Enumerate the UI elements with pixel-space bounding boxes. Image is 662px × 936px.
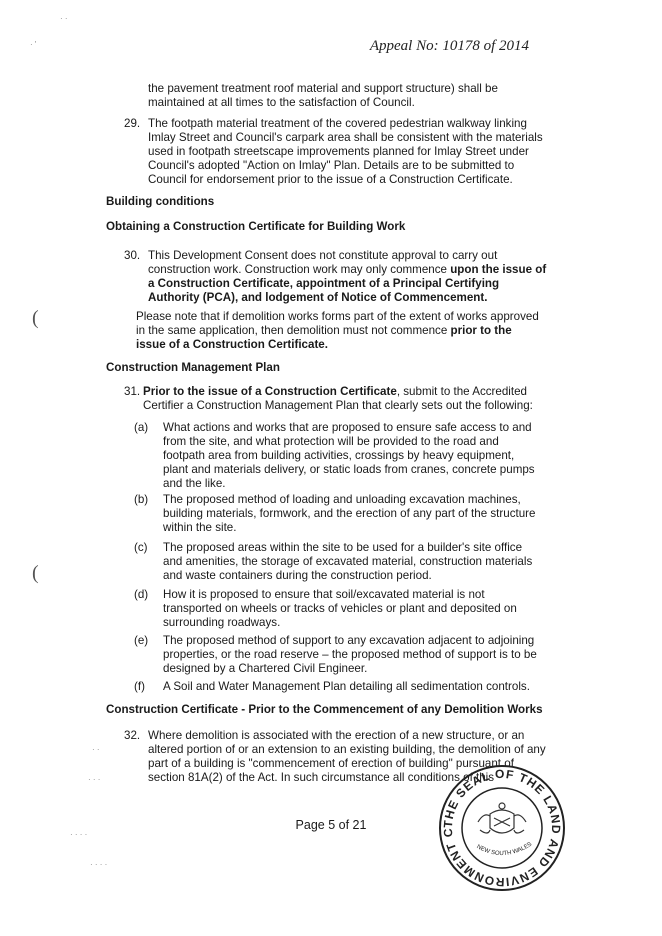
text-line: and waste containers during the construc…	[163, 569, 432, 582]
text-line: section 81A(2) of the Act. In such circu…	[148, 771, 495, 784]
text-line: construction work. Construction work may…	[148, 263, 546, 277]
note-paragraph: Please note that if demolition works for…	[136, 310, 539, 352]
scan-mark: (	[32, 562, 39, 584]
text-line: Council for endorsement prior to the iss…	[148, 173, 513, 186]
scan-speck: · '	[30, 40, 37, 49]
text-line: The footpath material treatment of the c…	[148, 117, 527, 130]
text-line: Imlay Street and Council's carpark area …	[148, 131, 543, 144]
heading-cc-demolition: Construction Certificate - Prior to the …	[106, 703, 543, 716]
condition-number: 29.	[124, 117, 141, 130]
condition-number: 30.	[124, 249, 141, 262]
item-label: (e)	[134, 634, 149, 647]
text-line: issue of a Construction Certificate.	[136, 338, 328, 351]
item-label: (a)	[134, 421, 149, 434]
scan-speck: · ·	[60, 14, 68, 23]
item-c: The proposed areas within the site to be…	[163, 541, 532, 583]
text-line: maintained at all times to the satisfact…	[148, 96, 415, 109]
text-line: and amenities, the storage of excavated …	[163, 555, 533, 568]
text-line: building materials, formwork, and the er…	[163, 507, 536, 520]
text-line: footpath area from building activities, …	[163, 449, 515, 462]
condition-29: The footpath material treatment of the c…	[148, 117, 543, 187]
text-line: plant and materials delivery, or static …	[163, 463, 535, 476]
condition-30: This Development Consent does not consti…	[148, 249, 546, 305]
item-a: What actions and works that are proposed…	[163, 421, 535, 491]
heading-construction-management-plan: Construction Management Plan	[106, 361, 280, 374]
condition-number: 31.	[124, 385, 141, 398]
text-line: Where demolition is associated with the …	[148, 729, 525, 742]
svg-text:NEW SOUTH WALES: NEW SOUTH WALES	[475, 842, 533, 858]
seal-inner-text: NEW SOUTH WALES	[475, 842, 533, 858]
item-label: (d)	[134, 588, 149, 601]
text-line: a Construction Certificate, appointment …	[148, 277, 500, 290]
scan-speck: · · · ·	[90, 860, 108, 869]
item-label: (f)	[134, 680, 145, 693]
text-line: Certifier a Construction Management Plan…	[143, 399, 533, 412]
scan-speck: · · · ·	[70, 830, 88, 839]
condition-number: 32.	[124, 729, 141, 742]
text-line: in the same application, then demolition…	[136, 324, 539, 338]
bold-span: prior to the	[450, 324, 512, 337]
text-line: Council's adopted "Action on Imlay" Plan…	[148, 159, 515, 172]
text-line: The proposed areas within the site to be…	[163, 541, 523, 554]
text-line: This Development Consent does not consti…	[148, 249, 498, 262]
text-span: , submit to the Accredited	[396, 385, 527, 398]
condition-31: Prior to the issue of a Construction Cer…	[143, 385, 533, 413]
item-f: A Soil and Water Management Plan detaili…	[163, 680, 530, 694]
text-line: and the like.	[163, 477, 226, 490]
heading-building-conditions: Building conditions	[106, 195, 215, 208]
text-line: A Soil and Water Management Plan detaili…	[163, 680, 530, 693]
text-line: How it is proposed to ensure that soil/e…	[163, 588, 485, 601]
text-line: the pavement treatment roof material and…	[148, 82, 498, 95]
text-line: Authority (PCA), and lodgement of Notice…	[148, 291, 488, 304]
text-line: within the site.	[163, 521, 237, 534]
text-line: Please note that if demolition works for…	[136, 310, 539, 323]
text-line: transported on wheels or tracks of vehic…	[163, 602, 517, 615]
text-line: from the site, and what protection will …	[163, 435, 499, 448]
text-line: The proposed method of support to any ex…	[163, 634, 535, 647]
text-line: part of a building is "commencement of e…	[148, 757, 514, 770]
scan-speck: · · ·	[88, 775, 101, 784]
heading-obtaining-cc: Obtaining a Construction Certificate for…	[106, 220, 406, 233]
text-line: designed by a Chartered Civil Engineer.	[163, 662, 368, 675]
court-seal-icon: THE SEAL OF THE LAND AND ENVIRONMENT COU…	[438, 764, 565, 891]
text-line: Prior to the issue of a Construction Cer…	[143, 385, 533, 399]
item-label: (b)	[134, 493, 149, 506]
text-span: in the same application, then demolition…	[136, 324, 451, 337]
item-e: The proposed method of support to any ex…	[163, 634, 537, 676]
text-line: What actions and works that are proposed…	[163, 421, 532, 434]
scan-mark: (	[32, 307, 39, 329]
text-line: surrounding roadways.	[163, 616, 281, 629]
text-span: construction work. Construction work may…	[148, 263, 451, 276]
item-d: How it is proposed to ensure that soil/e…	[163, 588, 517, 630]
page-number: Page 5 of 21	[295, 818, 367, 832]
item-label: (c)	[134, 541, 148, 554]
bold-span: Prior to the issue of a Construction Cer…	[143, 385, 397, 398]
item-b: The proposed method of loading and unloa…	[163, 493, 535, 535]
condition-32: Where demolition is associated with the …	[148, 729, 546, 785]
bold-span: upon the issue of	[450, 263, 547, 276]
text-line: altered portion of or an extension to an…	[148, 743, 546, 756]
text-line: properties, or the road reserve – the pr…	[163, 648, 537, 661]
appeal-number: Appeal No: 10178 of 2014	[369, 38, 529, 54]
text-line: The proposed method of loading and unloa…	[163, 493, 521, 506]
paragraph-continuation: the pavement treatment roof material and…	[148, 82, 498, 110]
text-line: used in footpath streetscape improvement…	[148, 145, 529, 158]
scan-speck: · ·	[92, 745, 100, 754]
